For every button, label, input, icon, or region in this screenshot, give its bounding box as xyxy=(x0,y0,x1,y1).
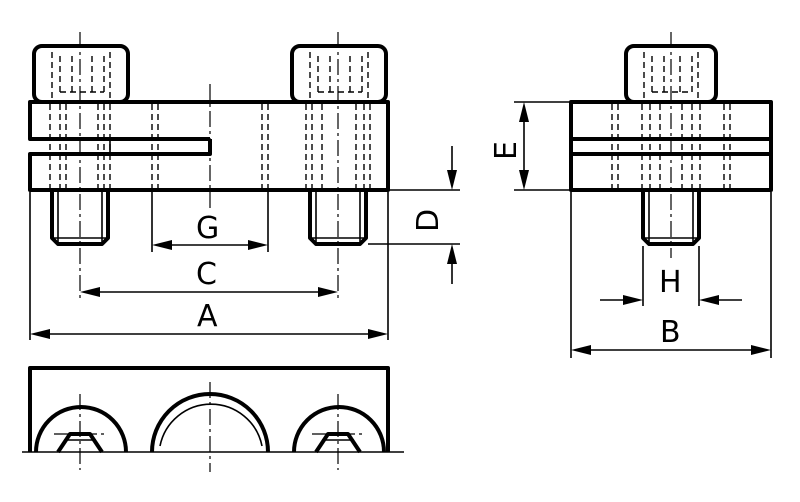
dimension-label-e: E xyxy=(489,141,524,160)
dimension-label-a: A xyxy=(197,299,218,334)
left-screw-head xyxy=(32,44,130,104)
side-view xyxy=(569,32,773,258)
top-view-right-pocket xyxy=(292,394,386,470)
top-view-center-relief xyxy=(150,382,270,472)
dimension-label-d: D xyxy=(411,209,446,232)
dimension-label-c: C xyxy=(196,257,217,292)
top-view xyxy=(22,366,404,472)
front-dimensions: G C A D xyxy=(29,146,460,340)
top-view-left-pocket xyxy=(34,394,128,470)
dimension-label-g: G xyxy=(196,211,219,246)
dimension-label-h: H xyxy=(659,265,682,300)
dimension-label-b: B xyxy=(660,315,681,350)
clamp-body xyxy=(28,100,390,192)
right-screw-head xyxy=(290,44,388,104)
side-dimensions: E H B xyxy=(489,101,772,358)
